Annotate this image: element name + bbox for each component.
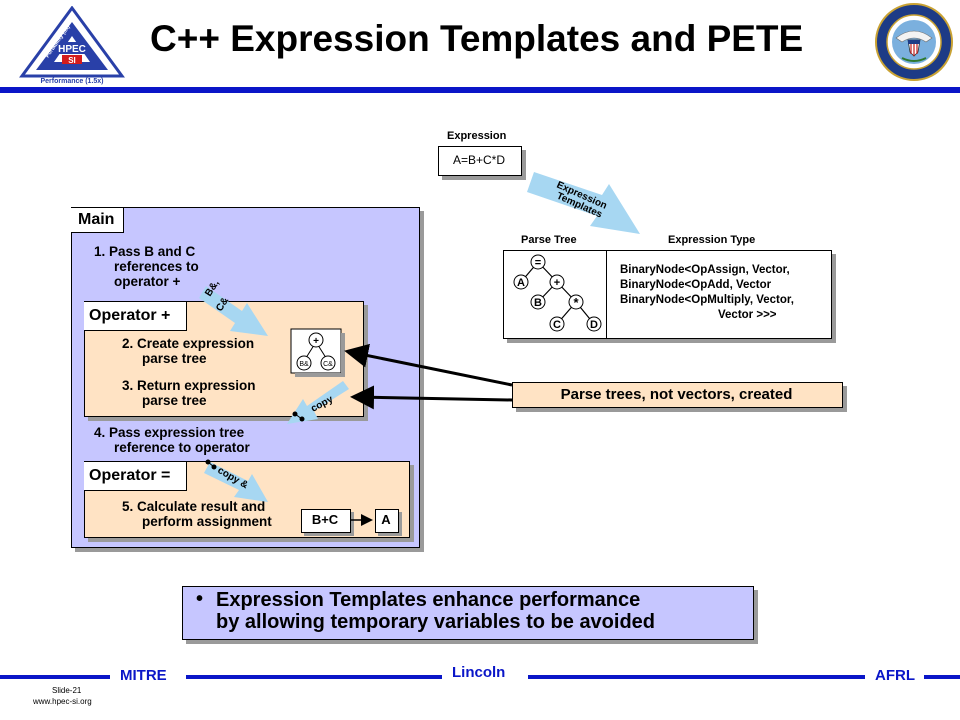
footer-lincoln: Lincoln bbox=[452, 664, 506, 681]
result-box-a bbox=[375, 509, 399, 533]
result-box-b-plus-c bbox=[301, 509, 351, 533]
page-title: C++ Expression Templates and PETE bbox=[150, 18, 804, 59]
slide-number: Slide-21 bbox=[52, 686, 82, 695]
footer-rule-mid-right bbox=[528, 675, 865, 679]
tree-node-b: B bbox=[534, 297, 542, 309]
callout-pointer-copy bbox=[350, 385, 513, 410]
step-2-line-1: 2. Create expression bbox=[122, 336, 255, 351]
tree-node-d: D bbox=[590, 319, 598, 331]
copy-ref-dots-icon bbox=[205, 459, 217, 470]
mini-tree-b: B& bbox=[299, 361, 309, 368]
type-line-1: BinaryNode<OpAssign, Vector, bbox=[620, 264, 790, 276]
tree-node-a: A bbox=[517, 277, 525, 289]
expression-templates-arrow bbox=[527, 172, 640, 234]
header-rule-thick bbox=[0, 87, 960, 93]
copy-ref-arrow bbox=[204, 462, 268, 502]
type-line-4: Vector >>> bbox=[718, 309, 777, 321]
tree-node-plus: + bbox=[554, 277, 560, 289]
step-1-line-1: 1. Pass B and C bbox=[94, 244, 196, 259]
tree-node-mult: * bbox=[573, 295, 579, 310]
operator-plus-tab bbox=[84, 302, 187, 331]
type-line-3: BinaryNode<OpMultiply, Vector, bbox=[620, 294, 794, 306]
bc-ref-arrow bbox=[199, 286, 268, 336]
copy-arrow bbox=[287, 381, 349, 424]
step-5-line-1: 5. Calculate result and bbox=[122, 499, 266, 514]
callout-box bbox=[512, 382, 843, 408]
bullet-box bbox=[182, 586, 754, 640]
step-2-line-2: parse tree bbox=[142, 351, 207, 366]
logo-text-top: HPEC bbox=[58, 44, 86, 55]
mini-parse-tree: + B& C& bbox=[290, 328, 345, 377]
expression-value: A=B+C*D bbox=[452, 153, 506, 167]
bullet-line-2: by allowing temporary variables to be av… bbox=[216, 611, 656, 633]
footer-url: www.hpec-si.org bbox=[33, 697, 92, 706]
operator-eq-tab bbox=[84, 462, 187, 491]
step-1-line-3: operator + bbox=[114, 274, 181, 289]
parse-panel-divider bbox=[606, 251, 607, 338]
result-box-a-label: A bbox=[381, 512, 391, 527]
dod-seal-icon bbox=[875, 3, 953, 81]
bullet-line-1: Expression Templates enhance performance bbox=[216, 589, 641, 611]
footer-mitre: MITRE bbox=[120, 667, 167, 684]
parse-tree-diagram: = A + B * C D bbox=[513, 254, 602, 332]
logo-text-mid: SI bbox=[68, 56, 76, 65]
main-title-tab bbox=[71, 208, 124, 233]
result-box-b-plus-c-label: B+C bbox=[311, 512, 339, 527]
parse-tree-label: Parse Tree bbox=[521, 234, 577, 246]
operator-plus-title: Operator + bbox=[89, 307, 171, 324]
copy-dots-icon bbox=[292, 411, 305, 422]
footer-rule-mid-left bbox=[186, 675, 442, 679]
type-line-2: BinaryNode<OpAdd, Vector bbox=[620, 279, 772, 291]
step-1-line-2: references to bbox=[114, 259, 199, 274]
expression-box bbox=[438, 146, 522, 176]
footer-rule-right bbox=[924, 675, 960, 679]
logo-bottom: Performance (1.5x) bbox=[40, 78, 103, 85]
step-3-line-1: 3. Return expression bbox=[122, 378, 256, 393]
hpec-si-logo: HPEC SI Portability (3x) Productivity (3… bbox=[19, 6, 125, 85]
footer-rule-left bbox=[0, 675, 110, 679]
step-5-line-2: perform assignment bbox=[142, 514, 272, 529]
footer-afrl: AFRL bbox=[875, 667, 915, 684]
mini-tree-plus: + bbox=[313, 336, 319, 347]
step-4-line-2: reference to operator bbox=[114, 440, 250, 455]
expression-type-label: Expression Type bbox=[668, 234, 756, 246]
mini-tree-c: C& bbox=[323, 361, 333, 368]
bullet-dot: • bbox=[196, 588, 204, 610]
expression-label: Expression bbox=[447, 130, 507, 142]
callout-pointer-mini-tree bbox=[344, 343, 513, 387]
tree-node-c: C bbox=[553, 319, 561, 331]
expression-type-text: BinaryNode<OpAssign, Vector, BinaryNode<… bbox=[620, 263, 794, 323]
step-3-line-2: parse tree bbox=[142, 393, 207, 408]
step-4-line-1: 4. Pass expression tree bbox=[94, 425, 245, 440]
tree-node-assign: = bbox=[535, 257, 541, 269]
callout-text: Parse trees, not vectors, created bbox=[560, 386, 793, 403]
operator-eq-title: Operator = bbox=[89, 467, 171, 484]
main-title: Main bbox=[78, 211, 115, 228]
